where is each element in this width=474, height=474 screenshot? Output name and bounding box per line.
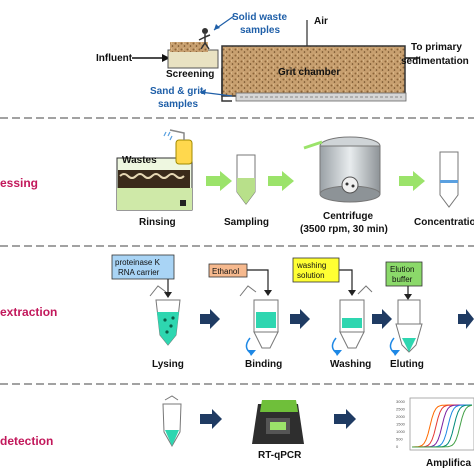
reagent-tag-ethanol-text: Ethanol [212, 267, 239, 276]
lysing-tube [149, 285, 181, 346]
amplification-label: Amplifica [426, 458, 471, 469]
y-tick-label: 3000 [396, 399, 406, 404]
sand-grit-label: Sand & grit [150, 86, 204, 97]
detection-stage-label: detection [0, 434, 53, 448]
screening-tank [167, 49, 219, 69]
sampling-label: Sampling [224, 217, 269, 228]
screening-label: Screening [166, 69, 214, 80]
detection-arrow-2 [334, 409, 356, 429]
solid-waste-label: Solid waste [232, 12, 287, 23]
concentration-label: Concentratio [414, 217, 474, 228]
process-arrow-1 [206, 171, 232, 191]
reagent-tag-proteinase-line1: proteinase K [115, 258, 161, 267]
y-tick-label: 2000 [396, 414, 406, 419]
y-tick-label: 1000 [396, 429, 406, 434]
processing-stage-label: essing [0, 176, 38, 190]
detection-arrow-1 [200, 409, 222, 429]
wastes-label: Wastes [122, 155, 157, 166]
centrifuge-icon [303, 136, 381, 203]
washing-column [331, 285, 373, 356]
concentration-tube [439, 151, 459, 208]
amplification-curve [412, 404, 473, 448]
air-label: Air [314, 16, 328, 27]
reagent-tag-elution-line1: Elution [390, 265, 414, 274]
extraction-arrow-3 [372, 309, 392, 329]
binding-label: Binding [245, 359, 282, 370]
to-primary-label: To primary [411, 42, 462, 53]
y-tick-label: 0 [396, 444, 399, 449]
y-tick-label: 1500 [396, 422, 406, 427]
reagent-tag-proteinase-line2: RNA carrier [118, 268, 160, 277]
eluting-label: Eluting [390, 359, 424, 370]
extraction-arrow-4 [458, 309, 474, 329]
reagent-tag-proteinase [111, 254, 175, 280]
rna-sample-tube [162, 395, 182, 448]
centrifuge-label: Centrifuge [323, 211, 373, 222]
y-tick-label: 500 [396, 437, 403, 442]
process-arrow-3 [399, 171, 425, 191]
worker-icon [198, 28, 211, 50]
grit-chamber-section: Influent Screening Solid waste samples A… [96, 12, 469, 110]
reagent-tag-washing-line1: washing [296, 261, 326, 270]
reagent-tag-washing-line2: solution [297, 271, 325, 280]
reagent-tag-elution [385, 261, 423, 287]
extraction-arrow-2 [290, 309, 310, 329]
process-arrow-2 [268, 171, 294, 191]
y-tick-label: 2500 [396, 407, 406, 412]
solid-waste-label-2: samples [240, 25, 280, 36]
binding-column [239, 285, 279, 356]
lysing-label: Lysing [152, 359, 184, 370]
washing-label: Washing [330, 359, 371, 370]
sampling-tube [236, 154, 256, 205]
rtqpcr-machine-icon [252, 400, 304, 444]
extraction-section: extraction proteinase K RNA carrier Lysi… [0, 254, 474, 370]
grit-chamber-label: Grit chamber [278, 67, 340, 78]
detection-section: detection RT-qPCR 3000 2500 2000 1500 1000 50… [0, 395, 474, 469]
influent-label: Influent [96, 53, 133, 64]
reagent-tag-elution-line2: buffer [392, 275, 413, 284]
wash-bottle-icon [163, 129, 193, 165]
reagent-tag-washing [292, 257, 340, 283]
rtqpcr-label: RT-qPCR [258, 450, 302, 461]
eluting-tube [389, 299, 423, 356]
sand-grit-label-2: samples [158, 99, 198, 110]
processing-section: essing Wastes Rinsing Sampling [0, 129, 474, 235]
extraction-stage-label: extraction [0, 305, 57, 319]
centrifuge-params: (3500 rpm, 30 min) [300, 224, 388, 235]
amplification-chart: 3000 2500 2000 1500 1000 500 0 [396, 397, 474, 451]
rinsing-label: Rinsing [139, 217, 176, 228]
to-primary-label-2: sedimentation [401, 56, 469, 67]
extraction-arrow-1 [200, 309, 220, 329]
